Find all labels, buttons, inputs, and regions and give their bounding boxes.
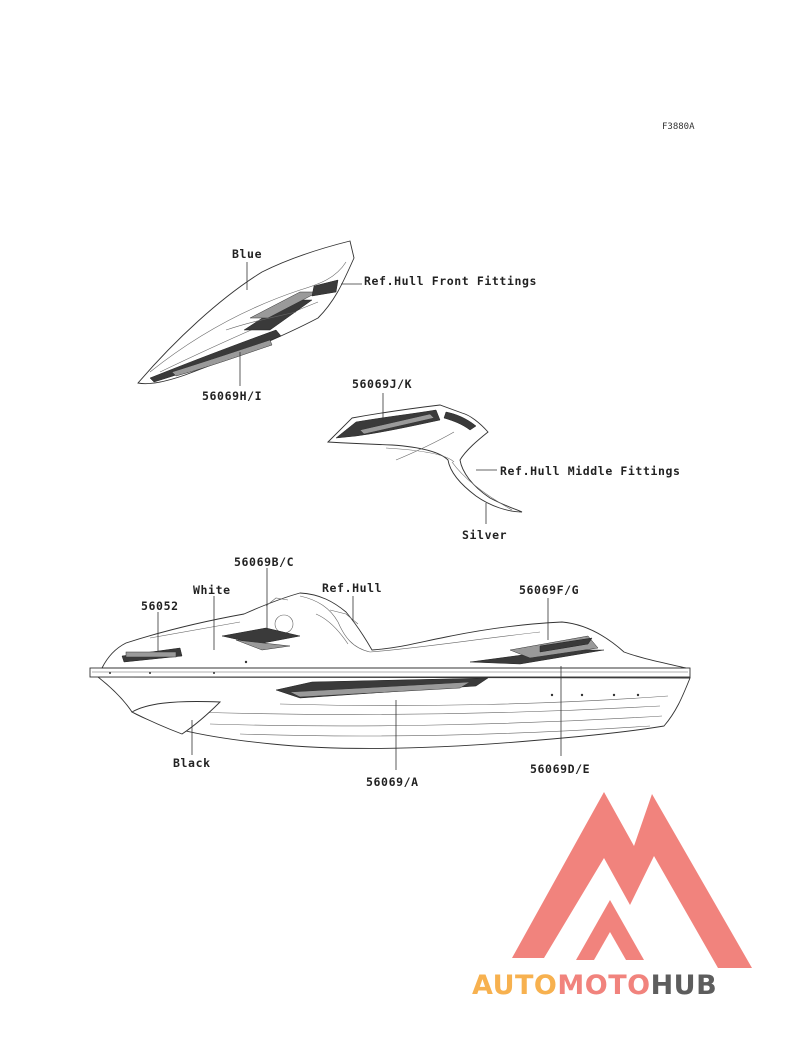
label-silver: Silver xyxy=(462,528,507,542)
label-ref-hull-middle-fittings: Ref.Hull Middle Fittings xyxy=(500,464,681,478)
label-56069J-K: 56069J/K xyxy=(352,377,412,391)
label-56069-A: 56069/A xyxy=(366,775,419,789)
logo-triangle-mark xyxy=(512,792,752,968)
label-56069D-E: 56069D/E xyxy=(530,762,590,776)
label-ref-hull-front-fittings: Ref.Hull Front Fittings xyxy=(364,274,537,288)
label-56069F-G: 56069F/G xyxy=(519,583,579,597)
logo-text-hub: HUB xyxy=(651,970,718,1001)
label-black: Black xyxy=(173,756,211,770)
figure-code: F3880A xyxy=(662,122,695,132)
label-ref-hull: Ref.Hull xyxy=(322,581,382,595)
logo-text-moto: MOTO xyxy=(557,970,650,1001)
label-56069B-C: 56069B/C xyxy=(234,555,294,569)
logo-text-auto: AUTO xyxy=(472,970,557,1001)
label-56069H-I: 56069H/I xyxy=(202,389,262,403)
front-decal-56069H-I xyxy=(137,240,355,385)
label-56052: 56052 xyxy=(141,599,179,613)
label-white: White xyxy=(193,583,231,597)
logo-inner-triangle xyxy=(576,900,644,960)
svg-text:AUTOMOTOHUB: AUTOMOTOHUB xyxy=(472,970,717,1001)
middle-decal-56069J-K xyxy=(326,404,523,513)
label-blue: Blue xyxy=(232,247,262,261)
automotohub-logo: AUTOMOTOHUB xyxy=(472,792,752,1001)
hull-side-view xyxy=(89,592,691,749)
